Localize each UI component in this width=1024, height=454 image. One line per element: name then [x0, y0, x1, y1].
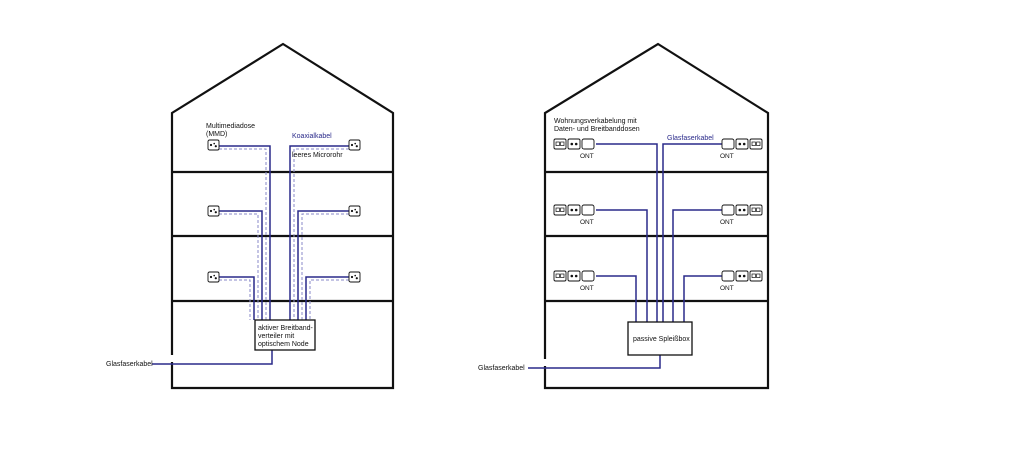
mmd-label-line2: (MMD): [206, 131, 227, 138]
left-cable-runs: [152, 145, 349, 365]
socket-group: ONT: [720, 138, 763, 160]
coax-label: Koaxialkabel: [292, 133, 332, 140]
microtube: [219, 148, 267, 320]
broadband-socket-icon: [567, 204, 581, 216]
coax-cable: [289, 145, 349, 320]
ont-device-icon: [581, 204, 595, 216]
socket-group: ONT: [553, 138, 595, 160]
multimedia-socket-icon: [207, 139, 220, 151]
broadband-socket-icon: [735, 138, 749, 150]
coax-cable: [305, 276, 349, 320]
ont-label: ONT: [580, 219, 594, 226]
ont-label: ONT: [580, 153, 594, 160]
broadband-socket-icon: [567, 138, 581, 150]
multimedia-socket-icon: [348, 271, 361, 283]
ont-label: ONT: [720, 153, 734, 160]
right-house: ONT ONT ONT ONT ONT ONT passive Spleißbox Woh…: [478, 42, 770, 390]
distributor-label-line1: aktiver Breitband-: [258, 325, 314, 332]
socket-group: ONT: [553, 270, 595, 292]
data-socket-icon: [553, 204, 567, 216]
right-fiber-label: Glasfaserkabel: [478, 365, 525, 372]
socket-group: ONT: [720, 270, 763, 292]
distributor-label-line3: optischem Node: [258, 341, 309, 348]
microtube: [219, 279, 251, 320]
fiber-line: [672, 209, 723, 322]
incoming-fiber-cable: [528, 355, 661, 369]
coax-cable: [219, 145, 271, 320]
wiring-label-line1: Wohnungsverkabelung mit: [554, 118, 637, 125]
socket-group: ONT: [720, 204, 763, 226]
left-house: aktiver Breitband- verteiler mit optisch…: [106, 42, 395, 390]
wiring-label-line2: Daten- und Breitbanddosen: [554, 126, 640, 133]
data-socket-icon: [553, 138, 567, 150]
ont-device-icon: [721, 270, 735, 282]
right-socket-groups: ONT ONT ONT ONT ONT ONT: [553, 138, 763, 292]
mmd-label-line1: Multimediadose: [206, 123, 255, 130]
coax-cable: [219, 276, 255, 320]
fiber-line: [596, 275, 637, 322]
active-distributor-box: [254, 319, 316, 351]
fiber-top-label: Glasfaserkabel: [667, 135, 714, 142]
left-house-outline: [170, 42, 395, 390]
multimedia-socket-icon: [207, 271, 220, 283]
multimedia-socket-icon: [348, 205, 361, 217]
microtube: [219, 213, 259, 320]
data-socket-icon: [749, 138, 763, 150]
multimedia-socket-icon: [207, 205, 220, 217]
fiber-line: [662, 143, 723, 322]
ont-label: ONT: [720, 285, 734, 292]
microtube: [309, 279, 349, 320]
left-sockets: [207, 139, 361, 283]
ont-device-icon: [581, 138, 595, 150]
fiber-line: [683, 275, 723, 322]
data-socket-icon: [749, 270, 763, 282]
fiber-line: [596, 209, 648, 322]
splice-box-label: passive Spleißbox: [633, 336, 690, 343]
distributor-label-line2: verteiler mit: [258, 333, 294, 340]
data-socket-icon: [749, 204, 763, 216]
ont-device-icon: [721, 138, 735, 150]
socket-group: ONT: [553, 204, 595, 226]
coax-cable: [219, 210, 263, 320]
right-house-outline: [543, 42, 770, 390]
data-socket-icon: [553, 270, 567, 282]
microtube: [301, 213, 349, 320]
ont-label: ONT: [580, 285, 594, 292]
fiber-line: [596, 143, 658, 322]
passive-splice-box: [627, 321, 693, 356]
left-fiber-label: Glasfaserkabel: [106, 361, 153, 368]
coax-cable: [297, 210, 349, 320]
microtube: [293, 148, 349, 320]
right-fiber-runs: [528, 143, 723, 369]
incoming-fiber-cable: [152, 350, 273, 365]
broadband-socket-icon: [567, 270, 581, 282]
broadband-socket-icon: [735, 204, 749, 216]
ont-device-icon: [721, 204, 735, 216]
microtube-label: leeres Microrohr: [292, 152, 343, 159]
broadband-socket-icon: [735, 270, 749, 282]
ont-device-icon: [581, 270, 595, 282]
ont-label: ONT: [720, 219, 734, 226]
multimedia-socket-icon: [348, 139, 361, 151]
